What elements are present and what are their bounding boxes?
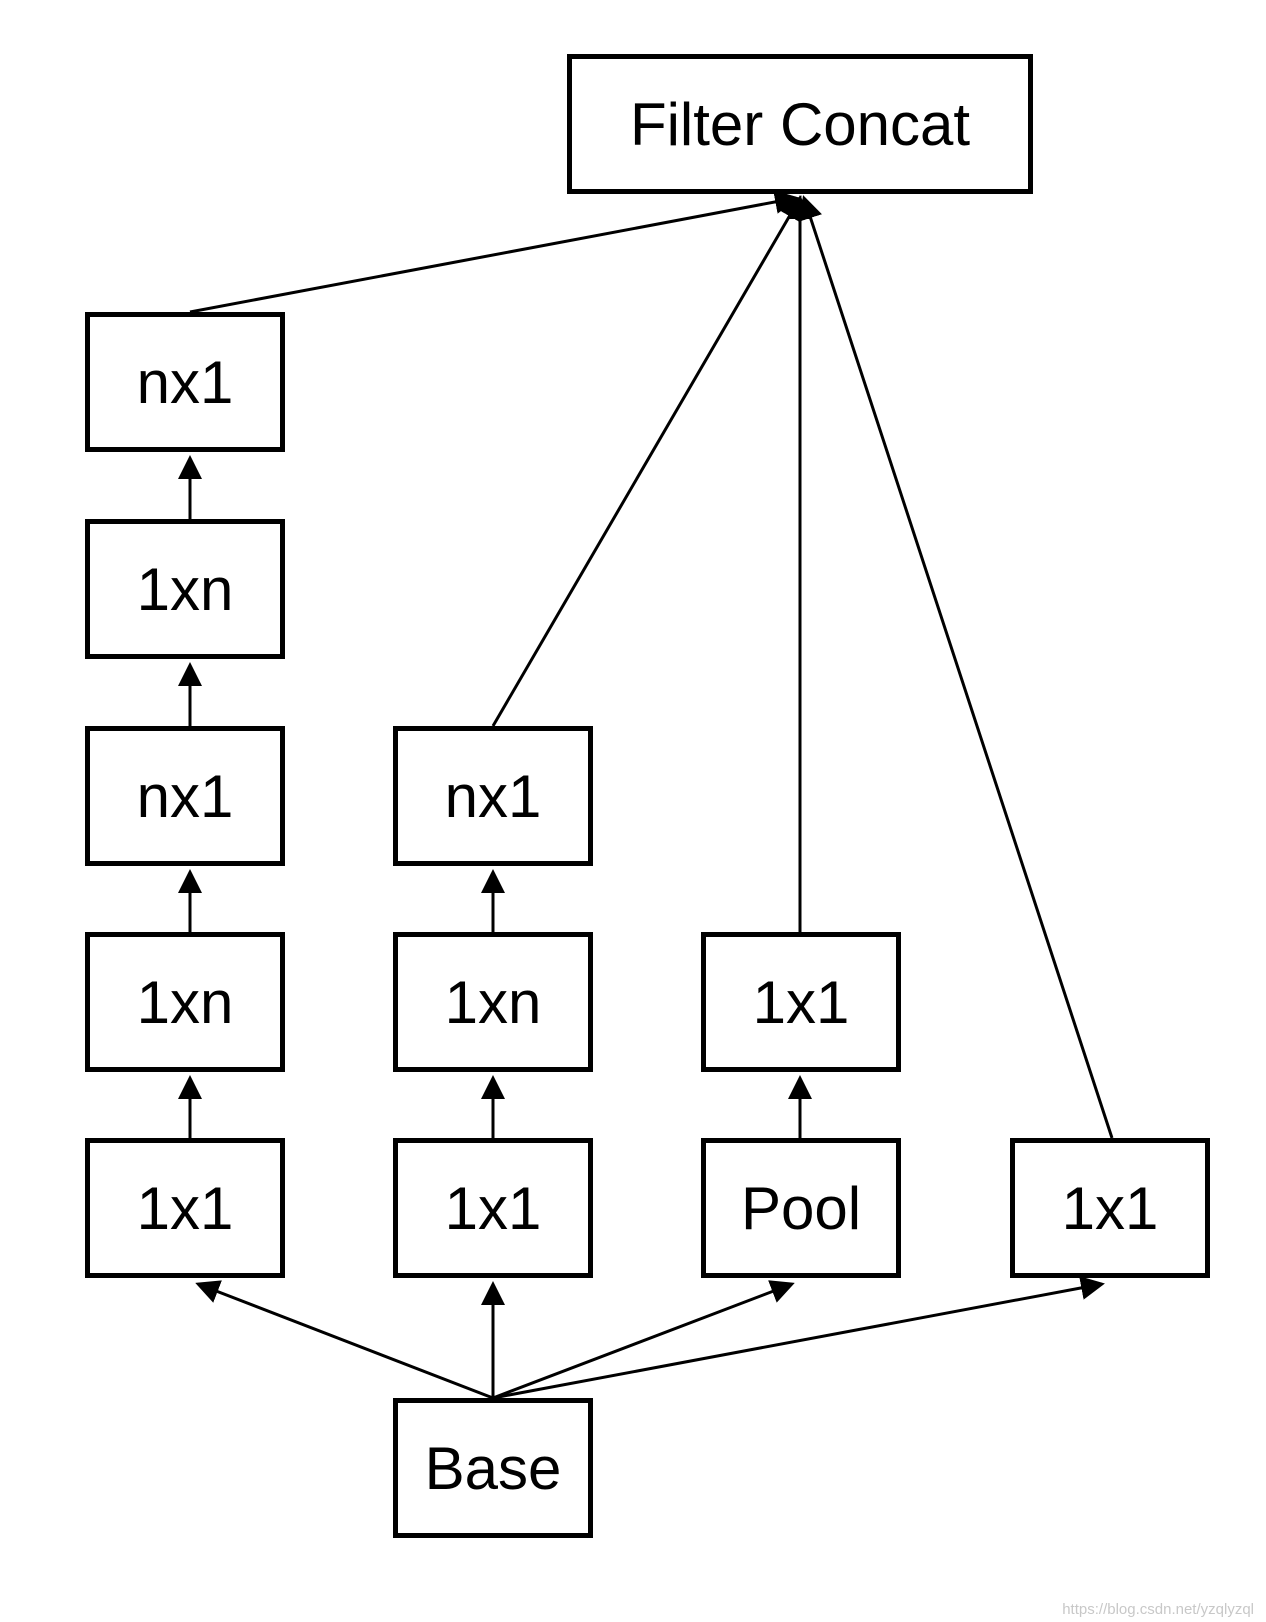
- branch2-1xn-node: 1xn: [393, 932, 593, 1072]
- branch1-1xn-upper-node: 1xn: [85, 519, 285, 659]
- edge-base-to-b4: [492, 1276, 1105, 1400]
- edge-base-to-b1: [195, 1280, 494, 1400]
- branch1-1xn-lower-node: 1xn: [85, 932, 285, 1072]
- branch3-1x1-node: 1x1: [701, 932, 901, 1072]
- edge-b4-to-concat: [799, 195, 1114, 1139]
- branch4-1x1-node: 1x1: [1010, 1138, 1210, 1278]
- branch2-1x1-node: 1x1: [393, 1138, 593, 1278]
- branch3-pool-node: Pool: [701, 1138, 901, 1278]
- branch1-1x1-node: 1x1: [85, 1138, 285, 1278]
- filter-concat-node: Filter Concat: [567, 54, 1033, 194]
- watermark-text: https://blog.csdn.net/yzqlyzql: [1062, 1601, 1254, 1618]
- branch1-nx1-top-node: nx1: [85, 312, 285, 452]
- branch1-nx1-mid-node: nx1: [85, 726, 285, 866]
- edge-b2-to-concat: [491, 195, 802, 727]
- base-node: Base: [393, 1398, 593, 1538]
- edge-base-to-b3: [492, 1280, 795, 1400]
- edge-b1-to-concat: [189, 190, 799, 314]
- branch2-nx1-node: nx1: [393, 726, 593, 866]
